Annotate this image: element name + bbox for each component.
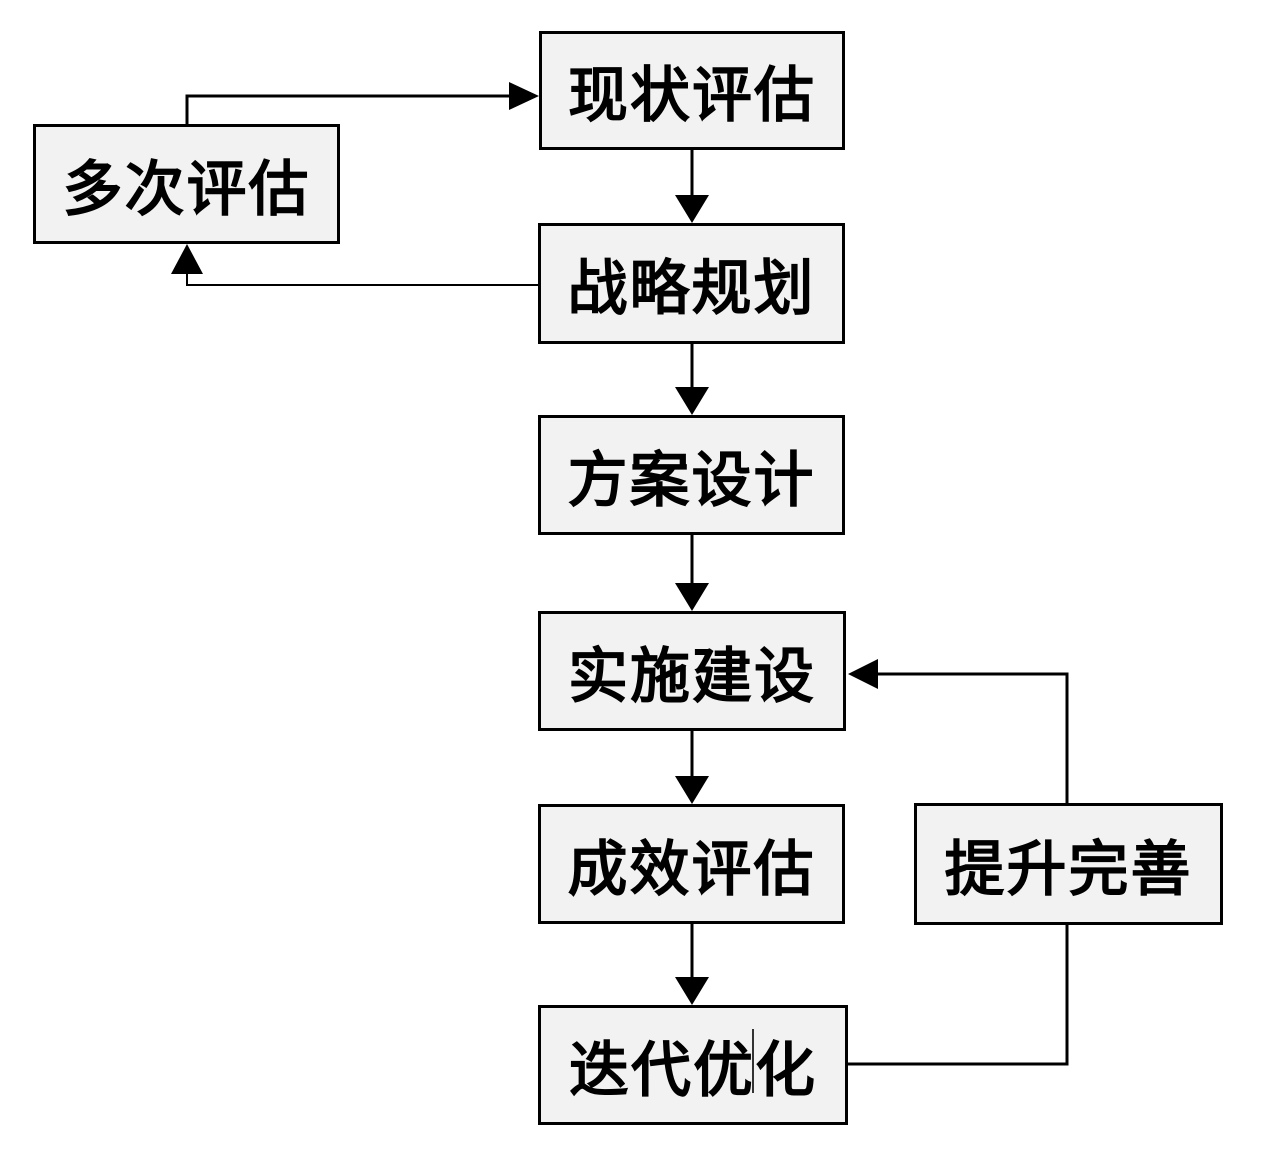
node-solution-design[interactable]: 方案设计: [538, 415, 845, 535]
node-iterative-optimization[interactable]: 迭代优化: [538, 1005, 848, 1125]
arrow-current-to-strategic: [675, 150, 709, 223]
arrow-implementation-to-effect: [675, 731, 709, 804]
node-current-assessment[interactable]: 现状评估: [539, 31, 845, 150]
arrow-strategic-to-solution: [675, 344, 709, 415]
node-strategic-planning[interactable]: 战略规划: [538, 223, 845, 344]
arrow-solution-to-implementation: [675, 535, 709, 611]
arrow-multiple-to-current: [185, 82, 539, 124]
arrow-strategic-to-multiple: [171, 244, 538, 286]
arrow-effect-to-iterative: [675, 924, 709, 1005]
node-improvement[interactable]: 提升完善: [914, 803, 1223, 925]
node-implementation[interactable]: 实施建设: [538, 611, 846, 731]
node-effect-assessment[interactable]: 成效评估: [538, 804, 845, 924]
text-cursor: [752, 1029, 754, 1093]
node-multiple-assessment[interactable]: 多次评估: [33, 124, 340, 244]
